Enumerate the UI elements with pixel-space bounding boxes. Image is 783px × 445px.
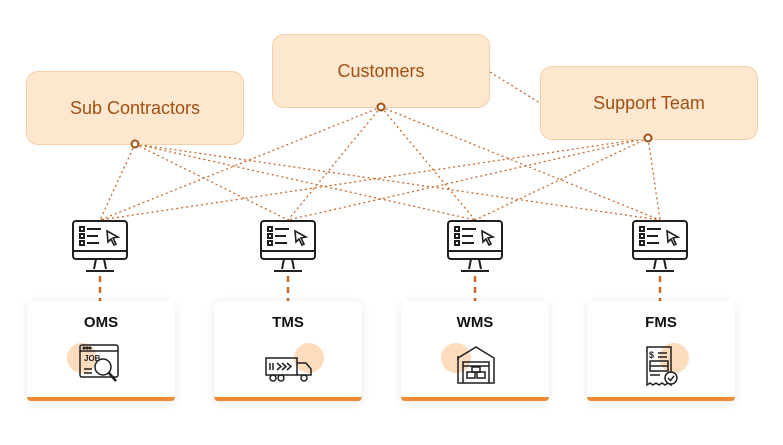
icon-backdrop [294, 343, 324, 373]
link-sub-fms [134, 143, 661, 221]
fms-title: FMS [645, 314, 677, 331]
link-cust-fms [380, 106, 661, 221]
link-support-tms [287, 137, 649, 221]
support-team-anchor [643, 133, 653, 143]
svg-text:JOB: JOB [84, 354, 101, 363]
monitor-icon [447, 220, 503, 272]
link-sub-wms [134, 143, 476, 221]
warehouse-icon [457, 346, 495, 384]
sub-contractors-box: Sub Contractors [26, 71, 244, 145]
customers-anchor [376, 102, 386, 112]
sub-contractors-label: Sub Contractors [69, 97, 201, 118]
delivery-truck-icon [265, 357, 312, 382]
sub-contractors-anchor [130, 139, 140, 149]
job-search-icon: JOB [79, 344, 119, 382]
wms-accent-bar [401, 397, 549, 401]
link-support-wms [474, 137, 649, 221]
oms-accent-bar [27, 397, 175, 401]
support-team-box: Support Team [540, 66, 758, 140]
link-sub-tms [134, 143, 289, 221]
oms-title: OMS [83, 314, 119, 331]
link-cust-oms [99, 106, 382, 221]
fms-accent-bar [587, 397, 735, 401]
monitor-icon [72, 220, 128, 272]
tms-title: TMS [272, 314, 304, 331]
icon-backdrop [67, 343, 97, 373]
icon-backdrop [659, 343, 689, 373]
monitor-icon [260, 220, 316, 272]
tms-accent-bar [214, 397, 362, 401]
fms-card: FMS $ [587, 301, 735, 401]
wms-card: WMS [401, 301, 549, 401]
link-support-oms [99, 137, 649, 221]
svg-text:$: $ [649, 350, 654, 360]
link-support-fms [647, 137, 661, 221]
invoice-icon: $ [646, 346, 678, 387]
oms-card: OMS JOB [27, 301, 175, 401]
support-team-label: Support Team [593, 92, 705, 113]
tms-card: TMS [214, 301, 362, 401]
monitor-icon [632, 220, 688, 272]
wms-title: WMS [456, 314, 494, 331]
customers-label: Customers [337, 60, 425, 81]
link-sub-oms [99, 143, 136, 221]
icon-backdrop [441, 343, 471, 373]
link-cust-tms [287, 106, 382, 221]
